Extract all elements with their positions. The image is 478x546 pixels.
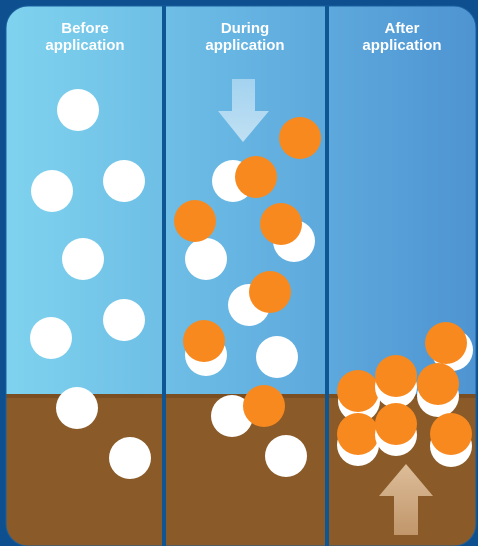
particle-orange <box>279 117 321 159</box>
particle-white <box>103 299 145 341</box>
particle-orange <box>425 322 467 364</box>
soil-top-edge <box>6 394 476 398</box>
panel-divider-right <box>325 6 329 546</box>
particle-white <box>185 238 227 280</box>
particle-orange <box>260 203 302 245</box>
particle-white <box>62 238 104 280</box>
particle-white <box>265 435 307 477</box>
panel-before-particles <box>30 89 151 479</box>
panel-label-during: During application <box>205 20 285 54</box>
outer-frame <box>5 5 477 546</box>
panel-label-after: After application <box>362 20 442 54</box>
particle-orange <box>174 200 216 242</box>
particle-orange <box>337 413 379 455</box>
particle-orange <box>235 156 277 198</box>
panel-divider-left <box>162 6 166 546</box>
particle-white <box>30 317 72 359</box>
particle-white <box>211 395 253 437</box>
particle-orange <box>430 413 472 455</box>
particle-orange <box>243 385 285 427</box>
particle-white <box>56 387 98 429</box>
particle-white <box>109 437 151 479</box>
panel-during-particles <box>174 117 321 477</box>
down-arrow-icon <box>218 79 269 142</box>
panel-after-particles <box>337 322 473 467</box>
particle-white <box>31 170 73 212</box>
particle-orange <box>183 320 225 362</box>
particle-white <box>256 336 298 378</box>
particle-orange <box>417 363 459 405</box>
particle-white <box>57 89 99 131</box>
particle-orange <box>375 403 417 445</box>
panel-label-before: Before application <box>45 20 125 54</box>
particle-orange <box>337 370 379 412</box>
particle-orange <box>249 271 291 313</box>
up-arrow-icon <box>379 464 433 535</box>
particle-orange <box>375 355 417 397</box>
particle-white <box>103 160 145 202</box>
